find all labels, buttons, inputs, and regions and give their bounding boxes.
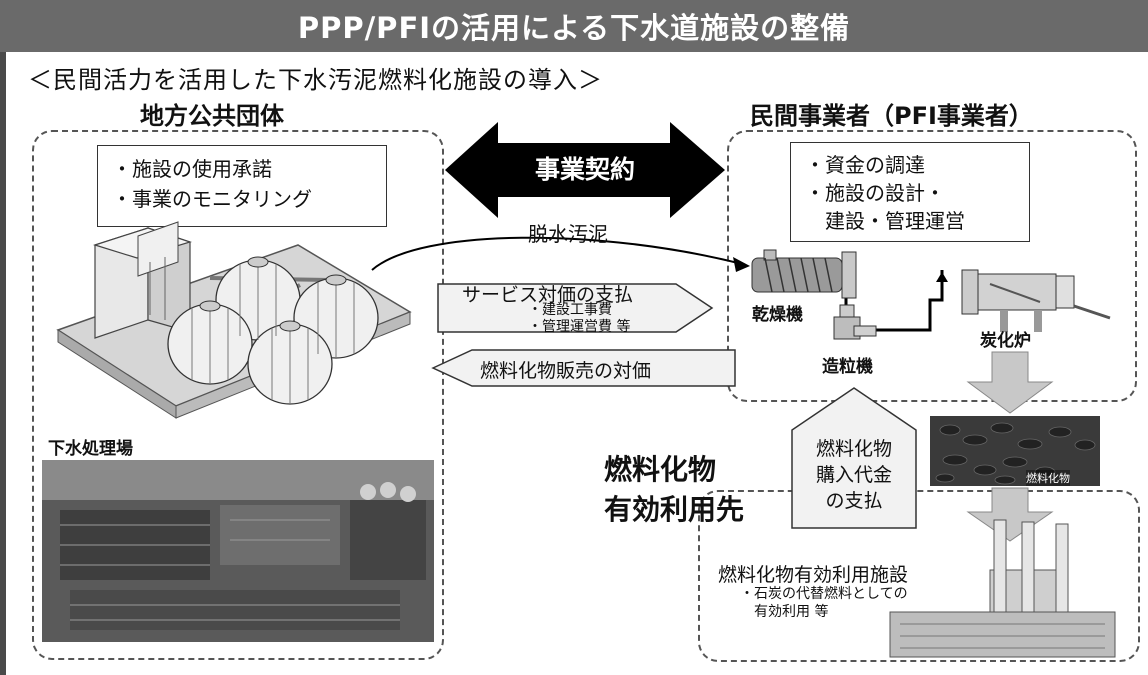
treatment-plant-photo [42, 460, 434, 642]
left-party-box [32, 130, 444, 660]
facility-item-2: 有効利用 等 [740, 604, 829, 620]
fuel-purchase-label: 燃料化物 購入代金 の支払 [796, 436, 912, 514]
destination-heading-2: 有効利用先 [604, 493, 745, 526]
right-party-box [727, 130, 1137, 402]
facility-item-1: ・石炭の代替燃料としての [740, 586, 908, 602]
facility-items: ・石炭の代替燃料としての 有効利用 等 [740, 585, 908, 621]
granulator-illustration [833, 304, 877, 340]
right-role-3: 建設・管理運営 [805, 209, 965, 233]
contract-arrow [445, 122, 725, 218]
carbonizer-illustration [961, 269, 1111, 332]
dryer-label: 乾燥機 [752, 305, 803, 325]
fuel-sale-label: 燃料化物販売の対価 [480, 360, 652, 382]
fuel-purchase-line-3: の支払 [825, 490, 883, 512]
dryer-illustration [751, 249, 857, 299]
fuel-purchase-line-1: 燃料化物 [815, 438, 892, 460]
carbonizer-label: 炭化炉 [980, 331, 1031, 351]
fuel-equipment-illustration [751, 249, 1111, 340]
treatment-plant-label: 下水処理場 [48, 439, 133, 459]
facility-title: 燃料化物有効利用施設 [718, 564, 909, 586]
fuel-sale-arrow [431, 349, 736, 387]
right-role-1: ・資金の調達 [805, 153, 925, 177]
down-arrow-1 [966, 351, 1054, 414]
power-plant-illustration [889, 519, 1116, 658]
contract-label: 事業契約 [534, 155, 635, 184]
fuel-purchase-line-2: 購入代金 [815, 464, 892, 486]
right-roles-box: ・資金の調達 ・施設の設計・ 建設・管理運営 [790, 142, 1030, 242]
left-role-2: ・事業のモニタリング [112, 187, 312, 211]
sludge-arrow [371, 236, 743, 271]
destination-heading-1: 燃料化物 [604, 453, 717, 486]
fuel-purchase-arrow [791, 387, 917, 529]
destination-heading: 燃料化物 有効利用先 [604, 450, 744, 530]
left-role-1: ・施設の使用承諾 [112, 157, 272, 181]
left-border [0, 52, 6, 675]
right-role-2: ・施設の設計・ [805, 181, 945, 205]
service-item-1: ・建設工事費 [528, 302, 612, 318]
right-party-heading: 民間事業者（PFI事業者） [750, 102, 1033, 130]
page-title: PPP/PFIの活用による下水道施設の整備 [297, 11, 851, 45]
fuel-product-photo [930, 416, 1100, 486]
sludge-arrowhead [733, 257, 750, 272]
title-bar: PPP/PFIの活用による下水道施設の整備 [0, 0, 1148, 52]
service-item-2: ・管理運営費 等 [528, 319, 631, 335]
granulator-label: 造粒機 [822, 357, 873, 377]
left-roles-box: ・施設の使用承諾 ・事業のモニタリング [97, 145, 387, 227]
fuel-product-label: 燃料化物 [1026, 470, 1070, 486]
service-payment-title: サービス対価の支払 [462, 284, 634, 306]
service-payment-arrow [437, 283, 714, 333]
utilization-facility-box [698, 490, 1140, 662]
treatment-plant-illustration [56, 221, 412, 419]
subtitle: ＜民間活力を活用した下水汚泥燃料化施設の導入＞ [28, 66, 603, 94]
down-arrow-2 [966, 487, 1054, 542]
left-party-heading: 地方公共団体 [140, 102, 284, 130]
service-payment-items: ・建設工事費 ・管理運営費 等 [528, 302, 630, 336]
sludge-label: 脱水汚泥 [528, 222, 608, 246]
